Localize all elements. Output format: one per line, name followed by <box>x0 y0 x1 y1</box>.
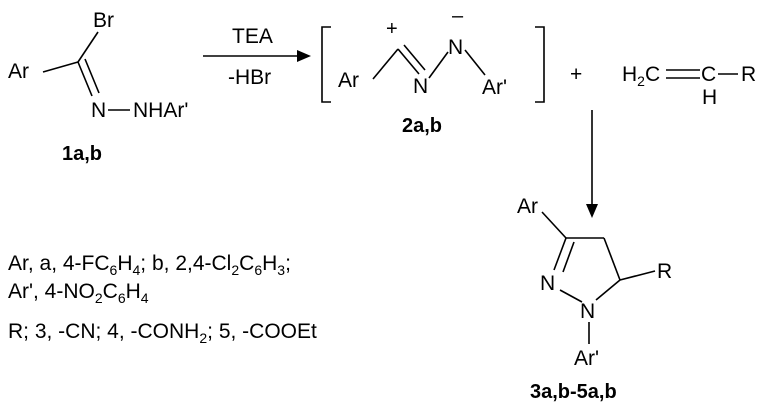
product-c4-c5-bond <box>603 237 621 281</box>
left-bracket <box>321 26 331 103</box>
product-c5-n1-bond <box>595 279 621 301</box>
product-c3-n2-double-bond-b <box>562 241 575 273</box>
intermediate-n-n-bond <box>428 51 449 79</box>
intermediate-compound-label: 2a,b <box>402 115 442 137</box>
arrow1-reagent-above: TEA <box>232 25 273 48</box>
plus-sign: + <box>570 63 582 86</box>
arrow1-head <box>297 50 311 62</box>
alkene-c-label: C <box>701 63 716 86</box>
reactant-nhar-label: NHAr' <box>133 99 188 122</box>
alkene-h2c-label: H2C <box>622 63 660 89</box>
product-r-label: R <box>657 260 672 283</box>
intermediate-n1-label: N <box>413 75 428 98</box>
product-c3-n2-double-bond-a <box>553 237 567 271</box>
reactant-c-n-double-bond-b <box>84 58 100 94</box>
product-c5-r-bond <box>619 270 656 281</box>
product-ar-c3-bond <box>541 211 567 239</box>
alkene-h-label: H <box>702 86 717 109</box>
product-n1-n2-bond <box>559 289 583 303</box>
arrow1-reagent-below: -HBr <box>228 66 271 89</box>
intermediate-plus-charge: + <box>386 18 398 40</box>
reactant-compound-label: 1a,b <box>62 143 102 165</box>
intermediate-minus-charge: – <box>452 5 464 27</box>
reactant-br-label: Br <box>93 9 114 32</box>
alkene-r-label: R <box>741 63 756 86</box>
reactant-n-label: N <box>91 99 106 122</box>
product-pyrazoline: Ar N N R Ar' 3a,b-5a,b <box>517 195 672 403</box>
intermediate-arprime-label: Ar' <box>482 76 507 99</box>
right-bracket <box>535 26 545 103</box>
product-arprime-label: Ar' <box>574 347 599 370</box>
reaction-arrow-1: TEA -HBr <box>203 25 311 89</box>
arrow2-head <box>586 204 598 218</box>
intermediate-n2-label: N <box>448 36 463 59</box>
alkene: H2C C H R <box>622 63 756 109</box>
product-n2-label: N <box>540 272 555 295</box>
intermediate-ar-label: Ar <box>338 69 359 92</box>
reactant-c-n-double-bond-a <box>77 61 93 97</box>
intermediate-n-ar-bond <box>464 49 486 76</box>
product-compound-label: 3a,b-5a,b <box>530 381 617 403</box>
intermediate-c-n-double-bond-a <box>397 48 420 75</box>
intermediate-2: Ar + N – N Ar' 2a,b <box>321 5 545 137</box>
product-ar-label: Ar <box>517 195 538 218</box>
reactant-1: Ar Br N NHAr' 1a,b <box>8 9 188 165</box>
reactant-c-br-bond <box>77 31 99 63</box>
product-n1-label: N <box>580 300 595 323</box>
intermediate-ar-c-bond <box>372 48 399 80</box>
reaction-arrow-2 <box>586 110 598 218</box>
legend-line-ar: Ar, a, 4-FC6H4; b, 2,4-Cl2C6H3; <box>8 252 291 278</box>
legend-line-r: R; 3, -CN; 4, -CONH2; 5, -COOEt <box>8 320 317 346</box>
reactant-ar-c-bond <box>42 61 79 73</box>
substituent-legend: Ar, a, 4-FC6H4; b, 2,4-Cl2C6H3; Ar', 4-N… <box>8 252 317 346</box>
reactant-ar-label: Ar <box>8 60 29 83</box>
intermediate-c-n-double-bond-b <box>403 44 426 71</box>
legend-line-arprime: Ar', 4-NO2C6H4 <box>8 280 149 306</box>
